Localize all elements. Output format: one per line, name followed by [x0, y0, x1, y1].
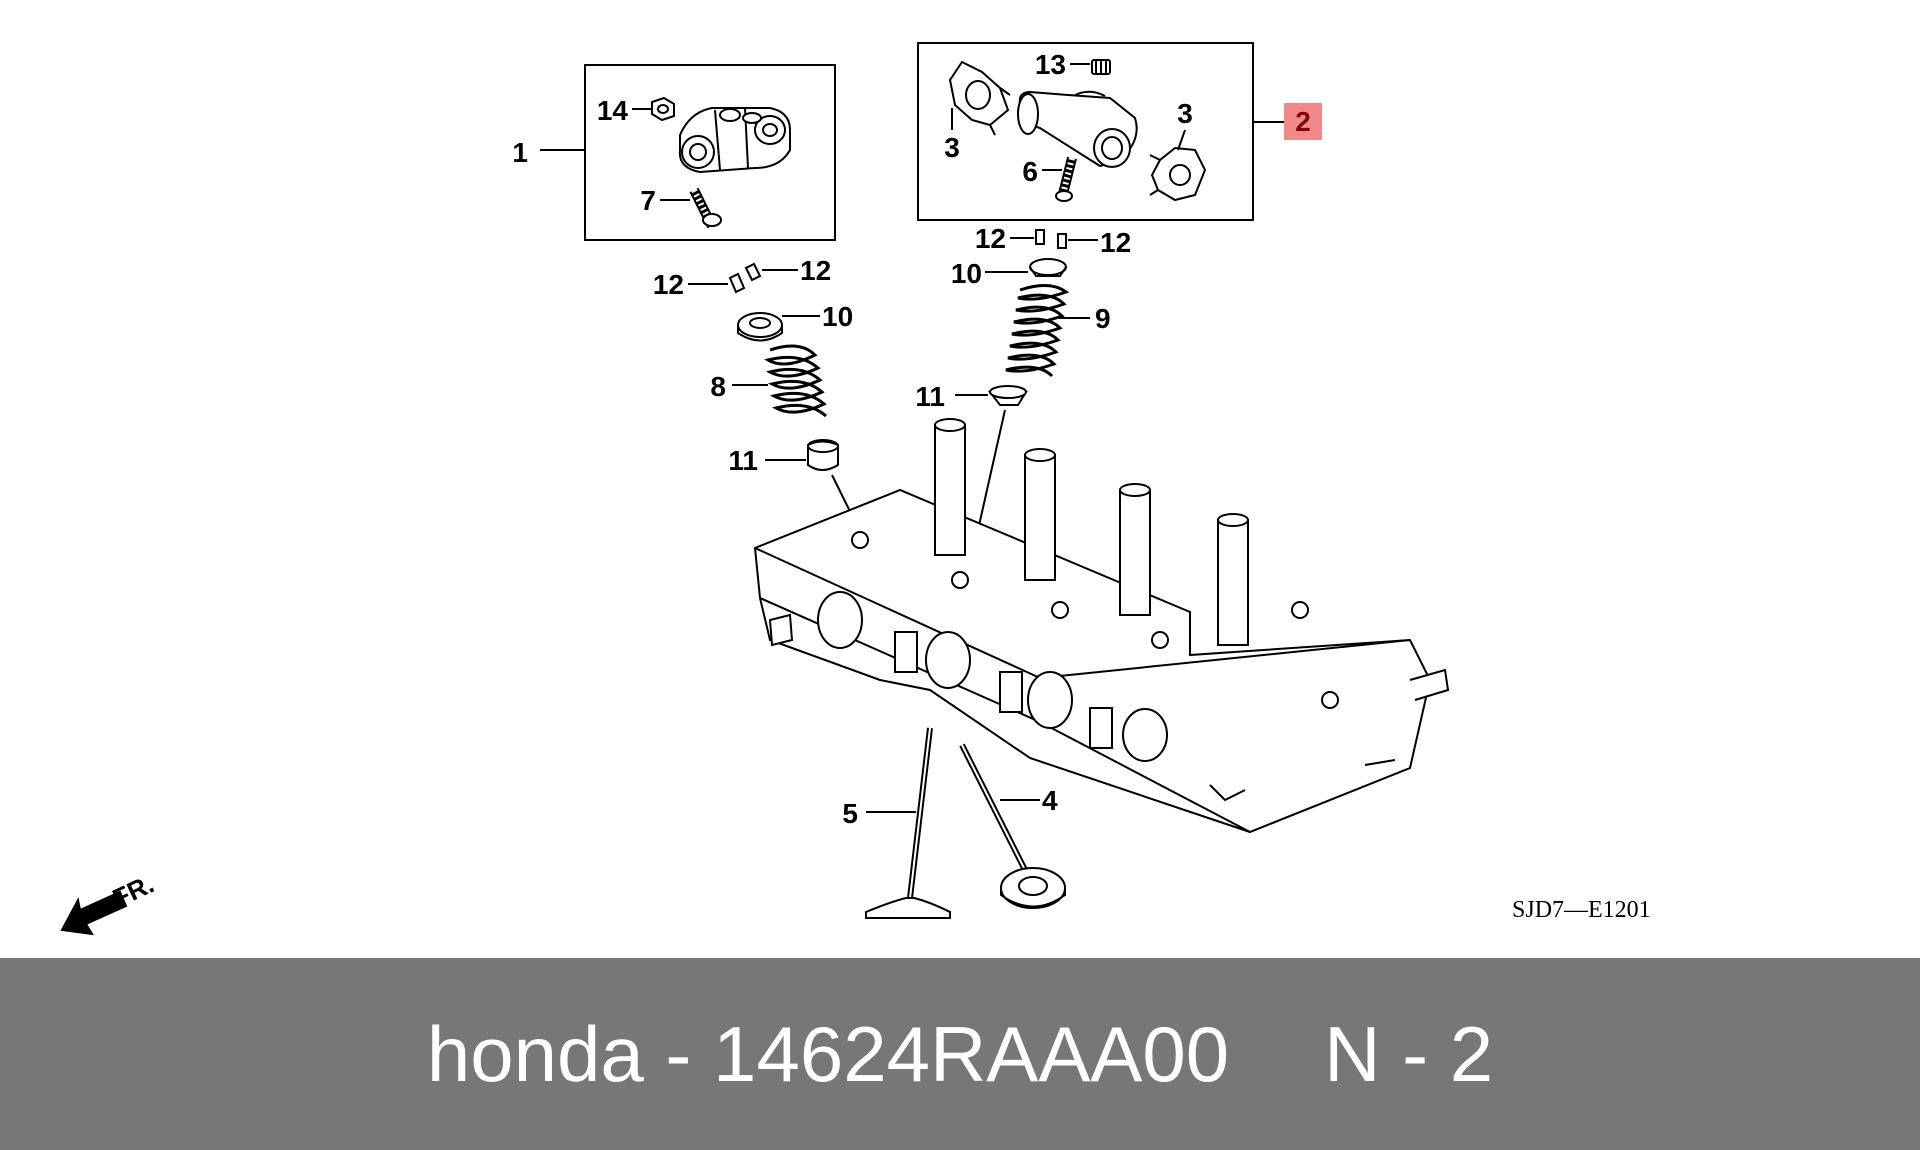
callout-11-left[interactable]: 11	[728, 445, 758, 476]
group-box-2	[917, 42, 1254, 221]
parts-diagram: 1 14 7 2 3	[60, 42, 1651, 936]
callout-14[interactable]: 14	[597, 95, 629, 126]
callout-10-left[interactable]: 10	[822, 301, 853, 332]
callout-5[interactable]: 5	[842, 798, 858, 829]
callout-3-right[interactable]: 3	[1177, 98, 1193, 129]
callout-1[interactable]: 1	[512, 137, 528, 168]
valve-spring-8[interactable]	[764, 344, 827, 418]
group-box-1	[584, 64, 836, 241]
callout-7[interactable]: 7	[640, 185, 656, 216]
callout-12-right-a[interactable]: 12	[975, 223, 1006, 254]
valve-seal-11-right[interactable]	[987, 385, 1028, 406]
callout-4[interactable]: 4	[1042, 785, 1058, 816]
callout-9[interactable]: 9	[1095, 303, 1111, 334]
screw-6[interactable]	[1055, 156, 1077, 202]
cotter-12-left-a[interactable]	[728, 272, 746, 294]
callout-11-right[interactable]: 11	[915, 381, 945, 412]
callout-6[interactable]: 6	[1022, 156, 1038, 187]
callout-10-right[interactable]: 10	[951, 258, 982, 289]
retainer-10-right[interactable]	[1029, 258, 1067, 277]
callout-8[interactable]: 8	[710, 371, 726, 402]
cotter-12-right-a[interactable]	[1035, 229, 1045, 245]
part-title: honda - 14624RAAA00	[426, 1009, 1230, 1098]
cotter-12-right-b[interactable]	[1057, 233, 1067, 249]
valve-spring-9[interactable]	[1005, 284, 1070, 378]
callout-13[interactable]: 13	[1035, 49, 1066, 80]
rocker-arm-1[interactable]	[678, 107, 791, 174]
plug-13[interactable]	[1091, 59, 1111, 75]
valve-seal-11-left[interactable]	[807, 439, 839, 471]
callout-12-right-b[interactable]: 12	[1100, 227, 1131, 258]
cylinder-head[interactable]	[753, 418, 1450, 834]
collar-3-right[interactable]	[1149, 146, 1207, 202]
footer-title: honda - 14624RAAA00 N - 2	[0, 958, 1920, 1150]
front-arrow-icon	[60, 890, 128, 936]
reference-code: SJD7—E1201	[1512, 897, 1651, 923]
exhaust-valve-5[interactable]	[865, 727, 951, 919]
intake-valve-4[interactable]	[959, 743, 1066, 909]
nut-14[interactable]	[651, 96, 675, 122]
cotter-12-left-b[interactable]	[744, 262, 762, 282]
screw-7[interactable]	[689, 187, 722, 229]
footer-bar: honda - 14624RAAA00 N - 2	[0, 958, 1920, 1150]
callout-12-left-b[interactable]: 12	[800, 255, 831, 286]
retainer-10-left[interactable]	[737, 312, 783, 342]
callout-2-highlight	[1284, 103, 1322, 140]
part-suffix: N - 2	[1324, 1009, 1494, 1098]
rocker-arm-2[interactable]	[1017, 90, 1138, 168]
callout-12-left-a[interactable]: 12	[653, 269, 684, 300]
callout-2[interactable]: 2	[1295, 106, 1311, 137]
collar-3-left[interactable]	[948, 60, 1011, 136]
callout-3-left[interactable]: 3	[944, 132, 960, 163]
